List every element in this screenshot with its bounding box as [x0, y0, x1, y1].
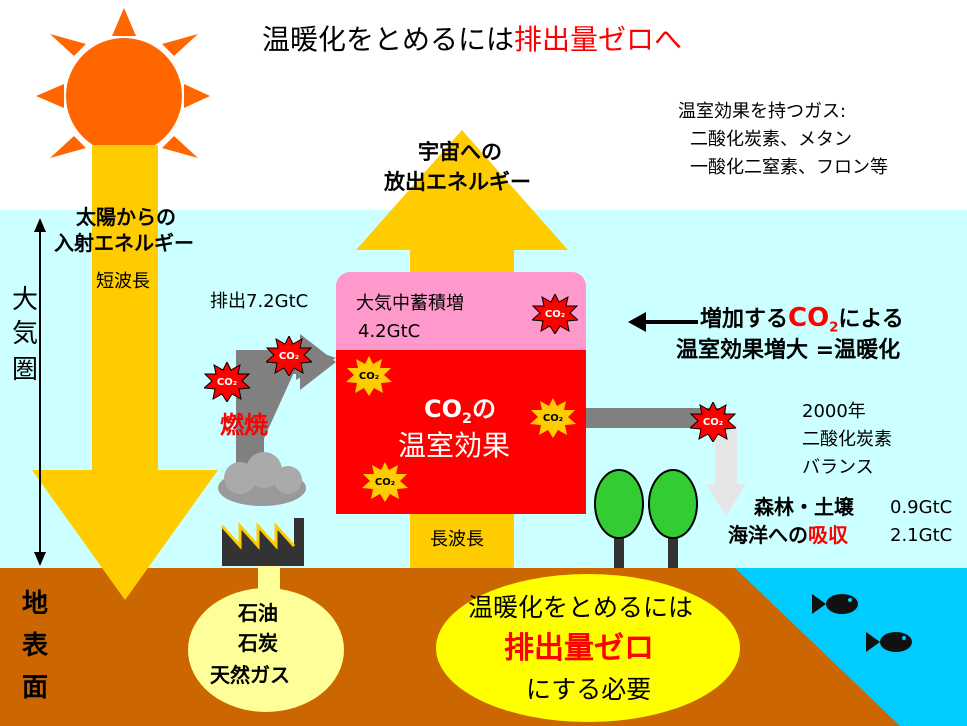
absorption-down-arrowhead: [706, 484, 746, 516]
forest-soil-label: 森林・土壌: [754, 495, 854, 519]
ground-char-3: 面: [22, 673, 49, 703]
atmosphere-char-2: 気: [12, 319, 39, 349]
co2-badge: CO₂: [530, 398, 576, 438]
atmosphere-scale-bottom-arrow: [34, 552, 46, 566]
fossil-fuel-oval: [188, 588, 344, 712]
atmosphere-char-3: 圏: [12, 355, 39, 385]
absorption-down-shaft: [715, 424, 737, 486]
title-prefix: 温暖化をとめるには: [262, 23, 515, 56]
co2-badge-label: CO₂: [358, 370, 380, 382]
increase-co2: CO: [788, 303, 830, 333]
ghg-line2: 一酸化二窒素、フロン等: [690, 157, 888, 178]
co2-badge: CO₂: [532, 294, 578, 334]
co2-badge-label: CO₂: [374, 476, 396, 488]
accumulation-label-2: 4.2GtC: [358, 321, 421, 342]
greenhouse-co2-post: の: [472, 395, 497, 423]
increase-co2-sub: 2: [829, 320, 839, 336]
long-wave-shaft: [410, 514, 514, 568]
smoke-cloud-icon: [218, 452, 306, 506]
ghg-line1: 二酸化炭素、メタン: [690, 129, 852, 150]
bottom-message-line1: 温暖化をとめるには: [468, 593, 694, 622]
factory-icon: [220, 518, 304, 566]
combustion-label: 燃焼: [220, 411, 268, 439]
fossil-pipe: [258, 566, 280, 592]
absorption-pipe: [586, 408, 726, 428]
accumulation-label-1: 大気中蓄積増: [356, 293, 464, 314]
greenhouse-co2-label: CO2の: [424, 395, 497, 427]
long-wave-label: 長波長: [430, 529, 484, 550]
balance-gas-label: 二酸化炭素: [802, 429, 892, 450]
incoming-energy-arrow: [32, 145, 218, 600]
accumulation-box: [336, 272, 586, 362]
increase-arrow-head: [628, 312, 646, 332]
ocean-label: 海洋への吸収: [728, 524, 848, 547]
bottom-message-oval: [436, 574, 740, 722]
balance-word-label: バランス: [802, 457, 874, 478]
co2-badge: CO₂: [266, 336, 312, 376]
co2-badge-label: CO₂: [542, 412, 564, 424]
co2-badge: CO₂: [690, 402, 736, 442]
balance-year-label: 2000年: [802, 401, 866, 422]
ocean-value-label: 2.1GtC: [890, 525, 953, 546]
fossil-oil-label: 石油: [238, 601, 278, 625]
increase-pre: 増加する: [700, 307, 789, 332]
space-emission-label-1: 宇宙への: [418, 140, 502, 164]
atmosphere-char-1: 大: [12, 285, 39, 315]
forest-value-label: 0.9GtC: [890, 497, 953, 518]
solar-incoming-label-2: 入射エネルギー: [54, 231, 194, 255]
co2-badge: CO₂: [346, 356, 392, 396]
space-emission-label-2: 放出エネルギー: [384, 170, 531, 194]
short-wave-label: 短波長: [96, 271, 150, 292]
co2-badge: CO₂: [362, 462, 408, 502]
ground-char-2: 表: [22, 631, 49, 661]
greenhouse-co2-sub: 2: [462, 410, 473, 427]
co2-badge-label: CO₂: [544, 308, 566, 320]
co2-badge-label: CO₂: [702, 416, 724, 428]
sea-area: [735, 568, 967, 726]
increase-post: による: [838, 307, 904, 332]
title-emphasis: 排出量ゼロへ: [514, 23, 683, 56]
atmosphere-scale-top-arrow: [34, 218, 46, 232]
co2-badge-label: CO₂: [216, 376, 238, 388]
ground-char-1: 地: [22, 589, 49, 619]
greenhouse-effect-label: 温室効果: [398, 429, 511, 462]
bottom-message-line2: 排出量ゼロ: [504, 631, 654, 666]
solar-incoming-label-1: 太陽からの: [76, 205, 176, 229]
fish-icon: [812, 594, 912, 652]
fossil-gas-label: 天然ガス: [210, 663, 290, 687]
tree-icon: [594, 469, 698, 568]
ghg-heading: 温室効果を持つガス:: [678, 101, 847, 122]
warming-label: 温室効果増大 =温暖化: [676, 338, 901, 363]
emission-label: 排出7.2GtC: [210, 291, 309, 312]
ocean-absorb: 吸収: [808, 523, 848, 547]
bottom-message-line3: にする必要: [526, 675, 652, 704]
co2-badge-label: CO₂: [278, 350, 300, 362]
increase-label: 増加するCO2による: [700, 303, 904, 336]
fossil-coal-label: 石炭: [238, 631, 278, 655]
page-title: 温暖化をとめるには排出量ゼロへ: [262, 23, 683, 56]
greenhouse-co2-text: CO: [424, 395, 463, 423]
co2-badge: CO₂: [204, 362, 250, 402]
ocean-pre: 海洋への: [728, 523, 808, 547]
